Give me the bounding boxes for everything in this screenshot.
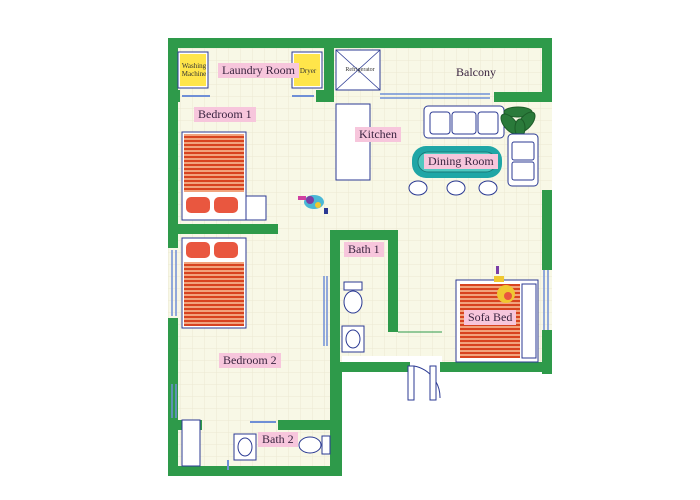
label-kitchen: Kitchen — [355, 127, 401, 142]
walls — [168, 38, 552, 476]
person-icon-2 — [494, 266, 515, 303]
bed-1 — [181, 131, 247, 221]
nightstand-1 — [245, 195, 267, 221]
entrance-door — [407, 365, 441, 401]
label-balcony: Balcony — [456, 65, 496, 79]
label-laundry-room: Laundry Room — [218, 63, 299, 78]
person-icon — [298, 195, 328, 214]
kitchen-counter — [335, 103, 371, 181]
toilet-1 — [343, 281, 363, 314]
sink-1 — [341, 325, 365, 353]
refrigerator — [335, 49, 381, 91]
dining-chairs — [408, 180, 498, 196]
label-dryer: Dryer — [299, 67, 317, 75]
label-refrigerator: Refrigerator — [345, 67, 375, 73]
sofa — [423, 105, 505, 139]
toilet-2 — [298, 435, 331, 455]
washing-machine — [177, 51, 209, 89]
label-bedroom-1: Bedroom 1 — [194, 107, 256, 122]
wardrobe — [181, 419, 201, 467]
armchair — [507, 133, 539, 187]
bed-2 — [181, 237, 247, 329]
label-sofa-bed: Sofa Bed — [464, 310, 517, 325]
label-washing-machine: Washing Machine — [181, 62, 207, 78]
plant-icon — [500, 106, 536, 138]
sink-2 — [233, 433, 257, 461]
label-dining-room: Dining Room — [424, 154, 498, 169]
windows — [171, 93, 549, 418]
label-bedroom-2: Bedroom 2 — [219, 353, 281, 368]
label-bath-1: Bath 1 — [344, 242, 384, 257]
label-bath-2: Bath 2 — [258, 432, 298, 447]
